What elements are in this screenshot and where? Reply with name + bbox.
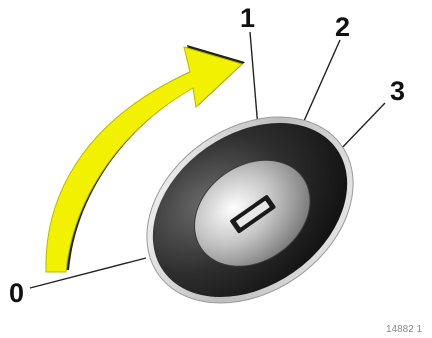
ignition-lock-icon bbox=[111, 79, 389, 338]
leader-line-3 bbox=[338, 103, 385, 152]
position-label-0: 0 bbox=[9, 280, 24, 307]
leader-line-1 bbox=[250, 32, 258, 128]
figure-code: 14882 1 bbox=[386, 325, 422, 335]
leader-line-2 bbox=[300, 40, 340, 130]
position-label-1: 1 bbox=[240, 5, 255, 32]
position-label-3: 3 bbox=[390, 78, 405, 105]
position-label-2: 2 bbox=[335, 14, 350, 41]
